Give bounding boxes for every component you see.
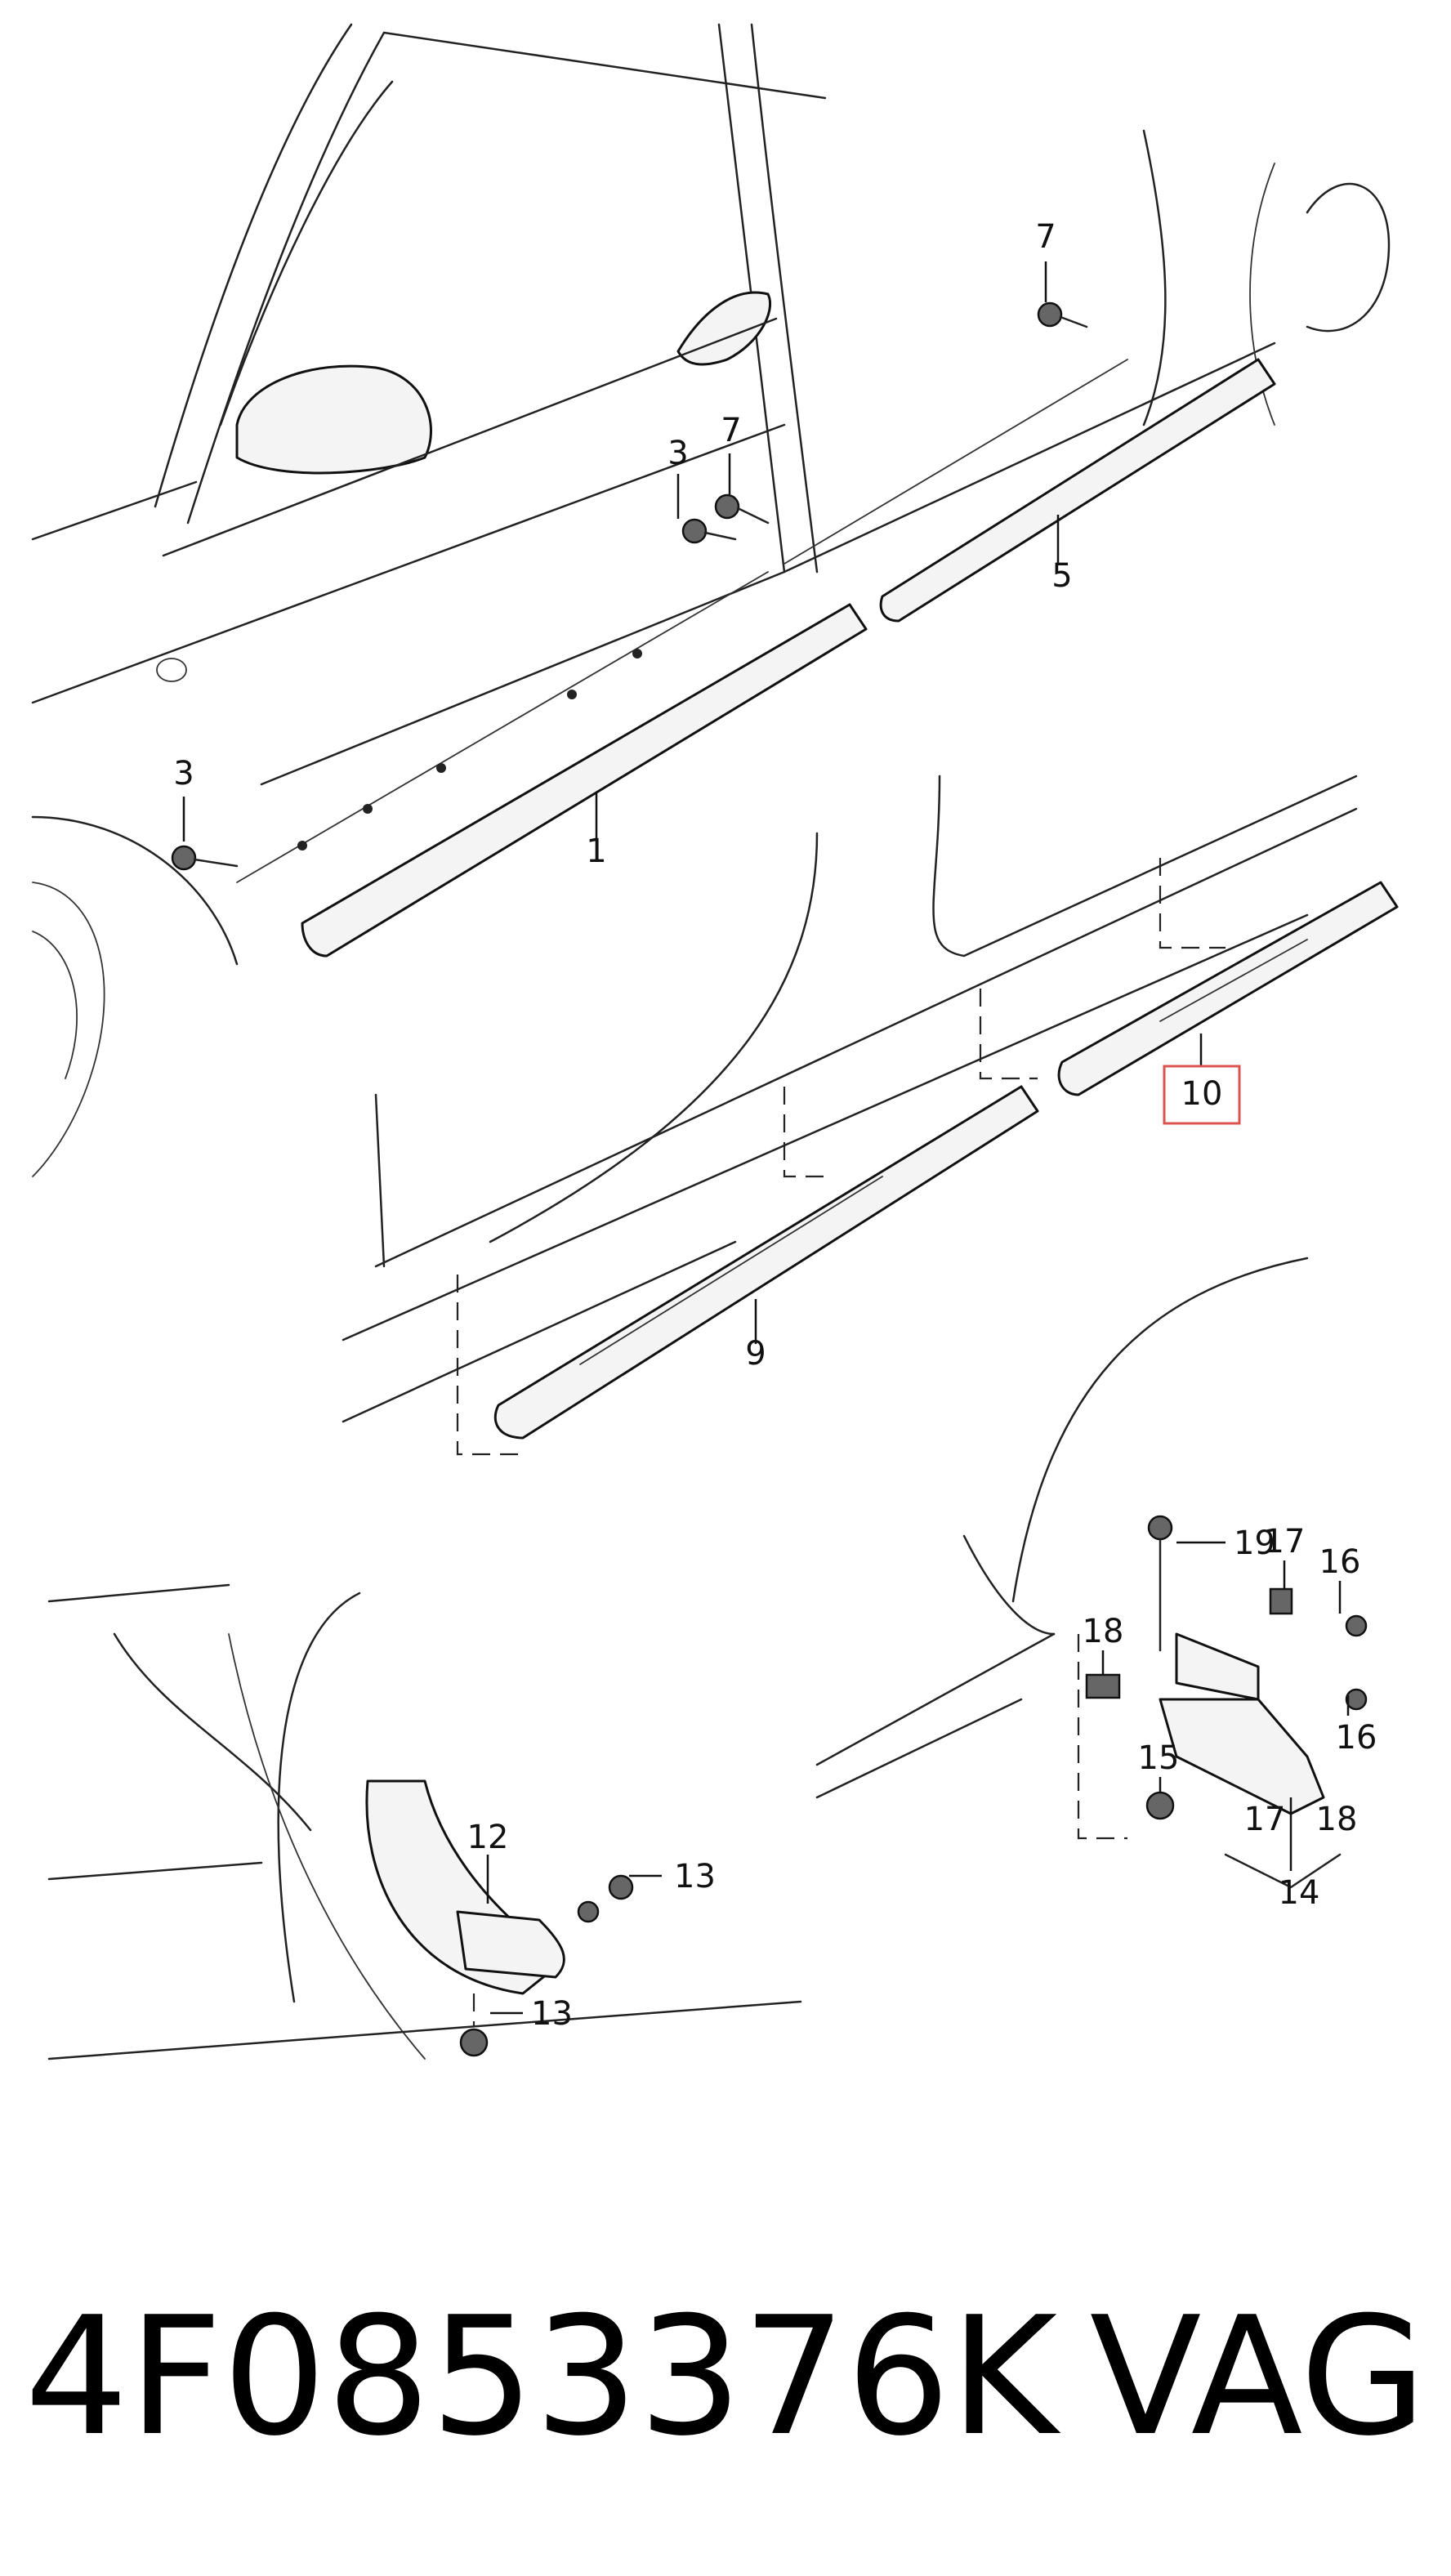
mudflap-section <box>815 1257 1368 1889</box>
callout-3b: 3 <box>667 435 688 472</box>
part-number: 4F0853376K <box>25 2282 1058 2472</box>
callout-19: 19 <box>1234 1525 1275 1562</box>
callout-5: 5 <box>1051 557 1072 595</box>
callout-16b: 16 <box>1336 1719 1377 1757</box>
car-body-top <box>31 23 1391 1177</box>
callout-13a: 13 <box>674 1858 716 1895</box>
callout-12: 12 <box>467 1819 509 1856</box>
callout-14: 14 <box>1279 1874 1320 1912</box>
part-14-mudflap <box>1159 1698 1325 1815</box>
callout-1: 1 <box>586 833 606 870</box>
part-info-footer: 4F0853376K VAG <box>25 2279 1426 2476</box>
callout-17b: 17 <box>1244 1801 1286 1838</box>
part-5-sill-moulding <box>784 358 1276 623</box>
inner-sill-section <box>342 775 1399 1456</box>
callout-13b: 13 <box>531 1995 573 2033</box>
callout-10-highlight <box>1163 1065 1241 1125</box>
callout-7a: 7 <box>1035 218 1056 256</box>
callout-10: 10 <box>1181 1075 1223 1113</box>
part-9-entry-trim <box>493 1085 1039 1440</box>
callout-9: 9 <box>745 1335 766 1373</box>
callout-18b: 18 <box>1316 1801 1358 1838</box>
screws-top <box>171 301 1088 871</box>
callout-labels: 1 3 3 5 7 7 9 10 12 13 13 14 15 16 16 17… <box>173 218 1377 2033</box>
part-1-sill-moulding <box>236 571 868 958</box>
parts-diagram: 1 3 3 5 7 7 9 10 12 13 13 14 15 16 16 17… <box>31 23 1399 2060</box>
brand-name: VAG <box>1089 2282 1426 2472</box>
callout-leaders <box>182 261 1350 2015</box>
callout-15: 15 <box>1138 1739 1180 1777</box>
callout-3a: 3 <box>173 755 194 792</box>
wheel-arch-section <box>47 1583 802 2060</box>
callout-7b: 7 <box>721 412 741 449</box>
callout-17a: 17 <box>1264 1523 1306 1560</box>
callout-18a: 18 <box>1083 1613 1124 1650</box>
callout-16a: 16 <box>1319 1543 1361 1581</box>
part-10-entry-trim <box>1057 881 1399 1096</box>
